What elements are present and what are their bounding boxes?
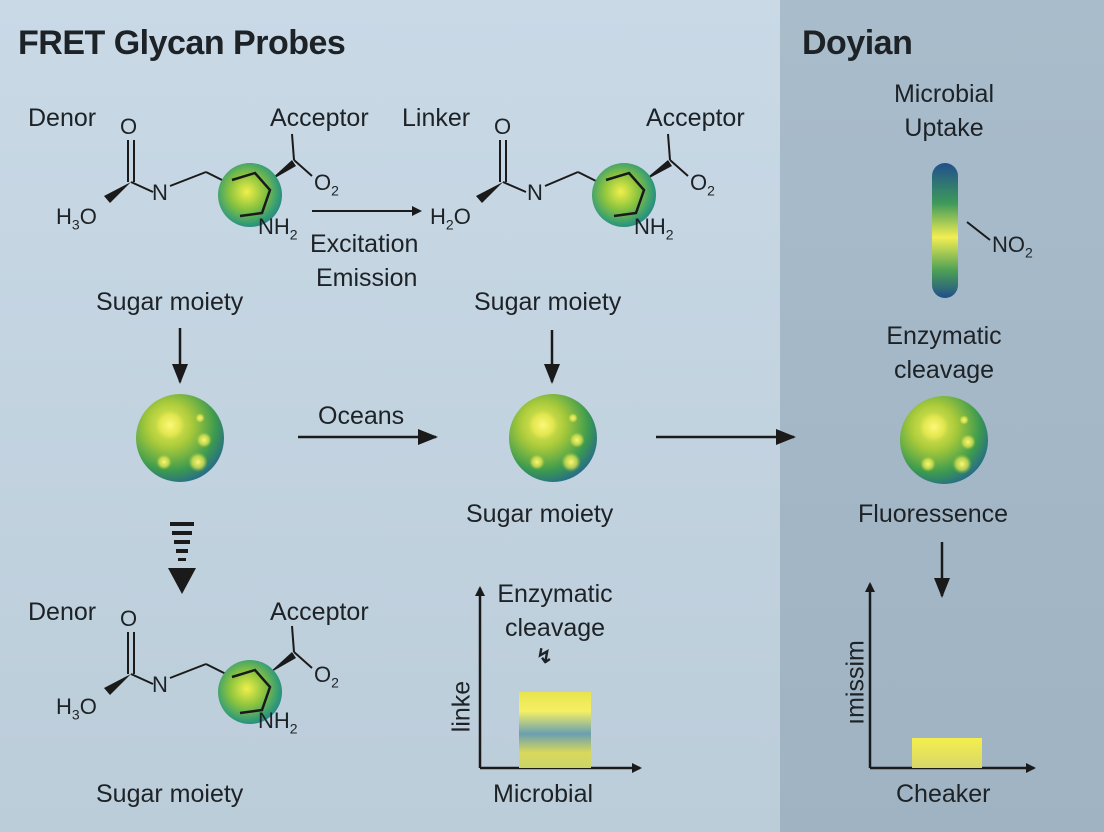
mol-a-nitrogen: N [152,180,168,205]
sphere-middle [509,394,597,482]
mol-b-carbonyl-o: O [494,114,512,139]
mol-b-nitrogen: N [527,180,543,205]
mol-c-caption: Sugar moiety [96,780,244,808]
chart1-annotation: ↯ [536,646,553,668]
chart1-bar [519,692,591,768]
mol-a-donor-label: Denor [28,104,97,132]
cleavage-line2: cleavage [893,356,995,384]
chart1-ylabel: linke [447,680,476,733]
mol-c-h3o: H3O [56,694,97,723]
cleavage-line1: Enzymatic [886,322,1002,350]
mol-b-nh2: NH2 [634,214,674,243]
uptake-line2: Uptake [904,114,984,142]
no2-bond [966,221,991,241]
molecule-c-bonds [104,625,313,695]
uptake-tube [932,163,958,298]
mol-a-carbonyl-o: O [120,114,138,139]
fluorescence-label: Fluoressence [858,500,1009,528]
chart1-xlabel: Microbial [493,780,594,808]
middle-sphere-caption: Sugar moiety [466,500,614,528]
mol-c-nitrogen: N [152,672,168,697]
mol-a-h3o: H3O [56,204,97,233]
mol-c-donor-label: Denor [28,598,97,626]
molecule-c-ring [218,660,282,724]
mol-a-caption: Sugar moiety [96,288,244,316]
main-title: FRET Glycan Probes [18,24,346,62]
mol-c-o2: O2 [314,662,339,691]
mol-b-acceptor-label: Acceptor [646,104,745,132]
mol-c-carbonyl-o: O [120,606,138,631]
mol-b-o2: O2 [690,170,715,199]
right-panel-title: Doyian [802,24,913,62]
uptake-line1: Microbial [893,80,995,108]
mol-a-o2: O2 [314,170,339,199]
no2-label: NO2 [992,232,1033,261]
dashed-down-arrow [168,522,196,594]
molecule-b-bonds [476,133,689,203]
mol-a-acceptor-label: Acceptor [270,104,369,132]
sphere-right [900,396,988,484]
chart2-bar [912,738,982,768]
mol-a-nh2: NH2 [258,214,298,243]
chart2-xlabel: Cheaker [896,780,991,808]
excitation-label: Excitation [310,230,419,258]
oceans-label: Oceans [318,402,405,430]
mol-b-linker-label: Linker [402,104,471,132]
emission-label: Emission [316,264,418,292]
molecule-b-ring [592,163,656,227]
sphere-left [136,394,224,482]
chart2-ylabel: ımissim [841,640,870,725]
mol-b-caption: Sugar moiety [474,288,622,316]
mol-b-h2o: H2O [430,204,471,233]
molecule-a-ring [218,163,282,227]
chart1-title-line1: Enzymatic [497,580,613,608]
mol-c-nh2: NH2 [258,708,298,737]
mol-c-acceptor-label: Acceptor [270,598,369,626]
chart1-title-line2: cleavage [504,614,606,642]
